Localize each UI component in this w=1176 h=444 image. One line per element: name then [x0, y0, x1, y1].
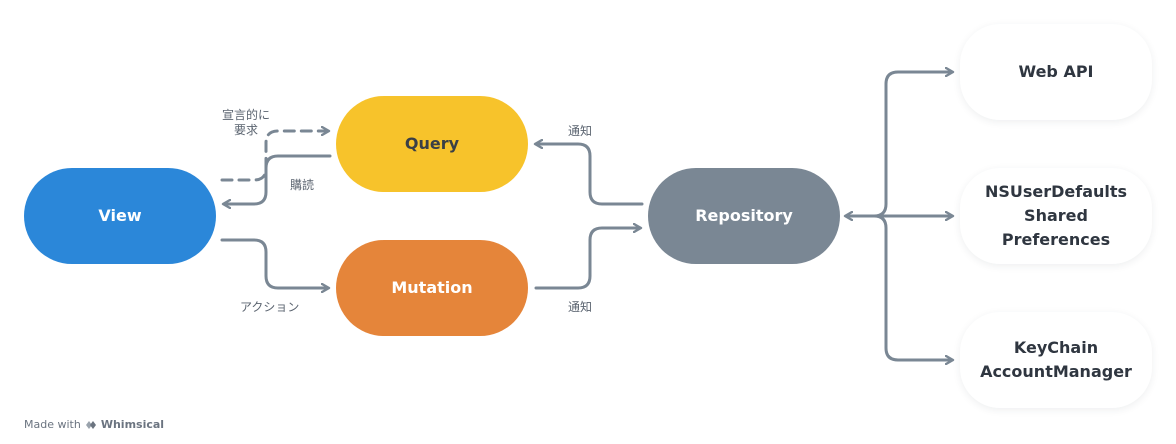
- notify-label-bottom: 通知: [568, 300, 593, 314]
- declarative-request-label-line1: 宣言的に: [222, 108, 271, 122]
- whimsical-logo-icon: [85, 420, 96, 429]
- nsuserdefaults-label-line1: NSUserDefaults: [984, 182, 1128, 201]
- edge-repository-to-keychain: [872, 214, 952, 360]
- edge-query-to-view-subscribe: [224, 154, 332, 204]
- declarative-request-label: 宣言的に 要求: [222, 108, 270, 138]
- footer-watermark: Made with Whimsical: [24, 418, 164, 431]
- edge-view-to-query-request: [220, 131, 328, 182]
- edge-view-to-mutation-action: [220, 238, 328, 288]
- keychain-label-line2: AccountManager: [980, 362, 1132, 381]
- web-api-node[interactable]: Web API: [960, 24, 1152, 120]
- query-node[interactable]: Query: [336, 96, 528, 192]
- query-node-label: Query: [404, 134, 460, 153]
- repository-node[interactable]: Repository: [648, 168, 840, 264]
- made-with-text: Made with: [24, 418, 81, 431]
- nsuserdefaults-node[interactable]: NSUserDefaults Shared Preferences: [960, 168, 1152, 264]
- nsuserdefaults-label-line2: Shared Preferences: [1001, 206, 1111, 249]
- whimsical-brand-text: Whimsical: [100, 418, 165, 431]
- keychain-label-line1: KeyChain: [1013, 338, 1099, 357]
- action-label: アクション: [240, 300, 300, 314]
- subscribe-label: 購読: [290, 178, 315, 192]
- mutation-node-label: Mutation: [391, 278, 473, 297]
- edge-mutation-to-repository-notify: [534, 228, 640, 290]
- view-node-label: View: [98, 206, 142, 225]
- view-node[interactable]: View: [24, 168, 216, 264]
- notify-label-top: 通知: [568, 124, 593, 138]
- web-api-node-label: Web API: [1018, 62, 1094, 81]
- edge-repository-to-webapi: [872, 72, 952, 218]
- repository-node-label: Repository: [695, 206, 793, 225]
- keychain-node[interactable]: KeyChain AccountManager: [960, 312, 1152, 408]
- mutation-node[interactable]: Mutation: [336, 240, 528, 336]
- declarative-request-label-line2: 要求: [234, 123, 259, 137]
- edge-repository-to-query-notify: [536, 144, 644, 206]
